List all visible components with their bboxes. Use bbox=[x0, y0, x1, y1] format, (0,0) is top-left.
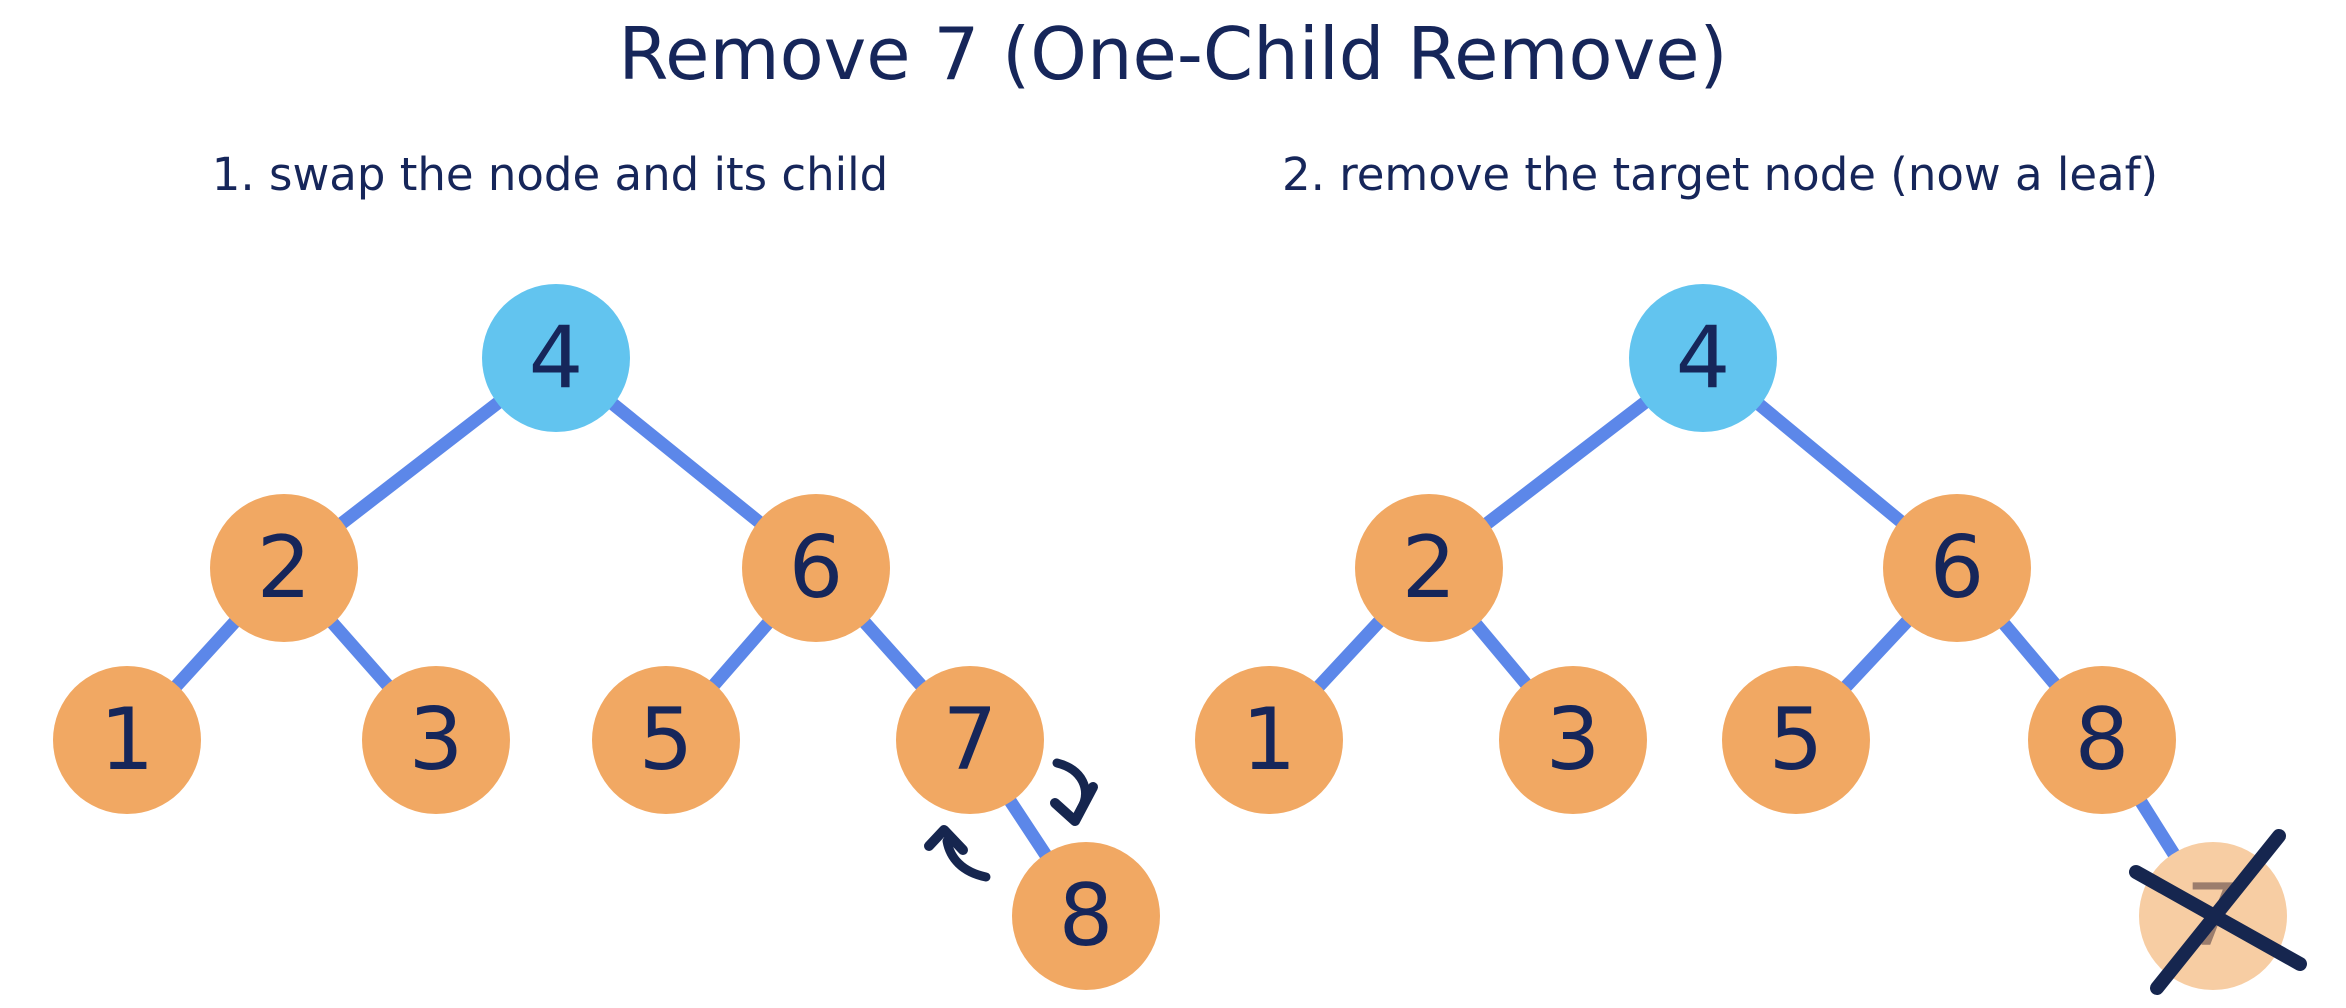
tree-node-step2-8: 8 bbox=[2028, 666, 2176, 814]
tree-node-label: 3 bbox=[408, 690, 464, 790]
tree-node-label: 2 bbox=[256, 518, 312, 618]
tree-node-step1-4: 4 bbox=[482, 284, 630, 432]
tree-node-label: 4 bbox=[528, 308, 584, 408]
tree-node-label: 1 bbox=[99, 690, 155, 790]
tree-node-label: 6 bbox=[1929, 518, 1985, 618]
tree-node-step1-3: 3 bbox=[362, 666, 510, 814]
tree-node-label: 7 bbox=[942, 690, 998, 790]
tree-node-step2-7: 7 bbox=[2139, 842, 2287, 990]
tree-node-step2-5: 5 bbox=[1722, 666, 1870, 814]
tree-node-label: 7 bbox=[2185, 866, 2241, 966]
tree-node-label: 4 bbox=[1675, 308, 1731, 408]
tree-node-step2-2: 2 bbox=[1355, 494, 1503, 642]
tree-node-step1-7: 7 bbox=[896, 666, 1044, 814]
tree-node-step1-2: 2 bbox=[210, 494, 358, 642]
step2-caption: 2. remove the target node (now a leaf) bbox=[1281, 148, 2159, 201]
tree-node-label: 3 bbox=[1545, 690, 1601, 790]
tree-node-label: 8 bbox=[1058, 866, 1114, 966]
tree-node-step2-1: 1 bbox=[1195, 666, 1343, 814]
tree-node-label: 5 bbox=[1768, 690, 1824, 790]
tree-node-label: 8 bbox=[2074, 690, 2130, 790]
tree-node-step1-8: 8 bbox=[1012, 842, 1160, 990]
tree-node-step1-6: 6 bbox=[742, 494, 890, 642]
tree-node-step2-3: 3 bbox=[1499, 666, 1647, 814]
tree-node-step2-6: 6 bbox=[1883, 494, 2031, 642]
tree-node-step2-4: 4 bbox=[1629, 284, 1777, 432]
tree-node-label: 2 bbox=[1401, 518, 1457, 618]
tree-node-step1-5: 5 bbox=[592, 666, 740, 814]
page-title: Remove 7 (One-Child Remove) bbox=[618, 12, 1728, 96]
tree-node-label: 1 bbox=[1241, 690, 1297, 790]
tree-node-step1-1: 1 bbox=[53, 666, 201, 814]
tree-node-label: 5 bbox=[638, 690, 694, 790]
step1-caption: 1. swap the node and its child bbox=[211, 148, 889, 201]
tree-node-label: 6 bbox=[788, 518, 844, 618]
